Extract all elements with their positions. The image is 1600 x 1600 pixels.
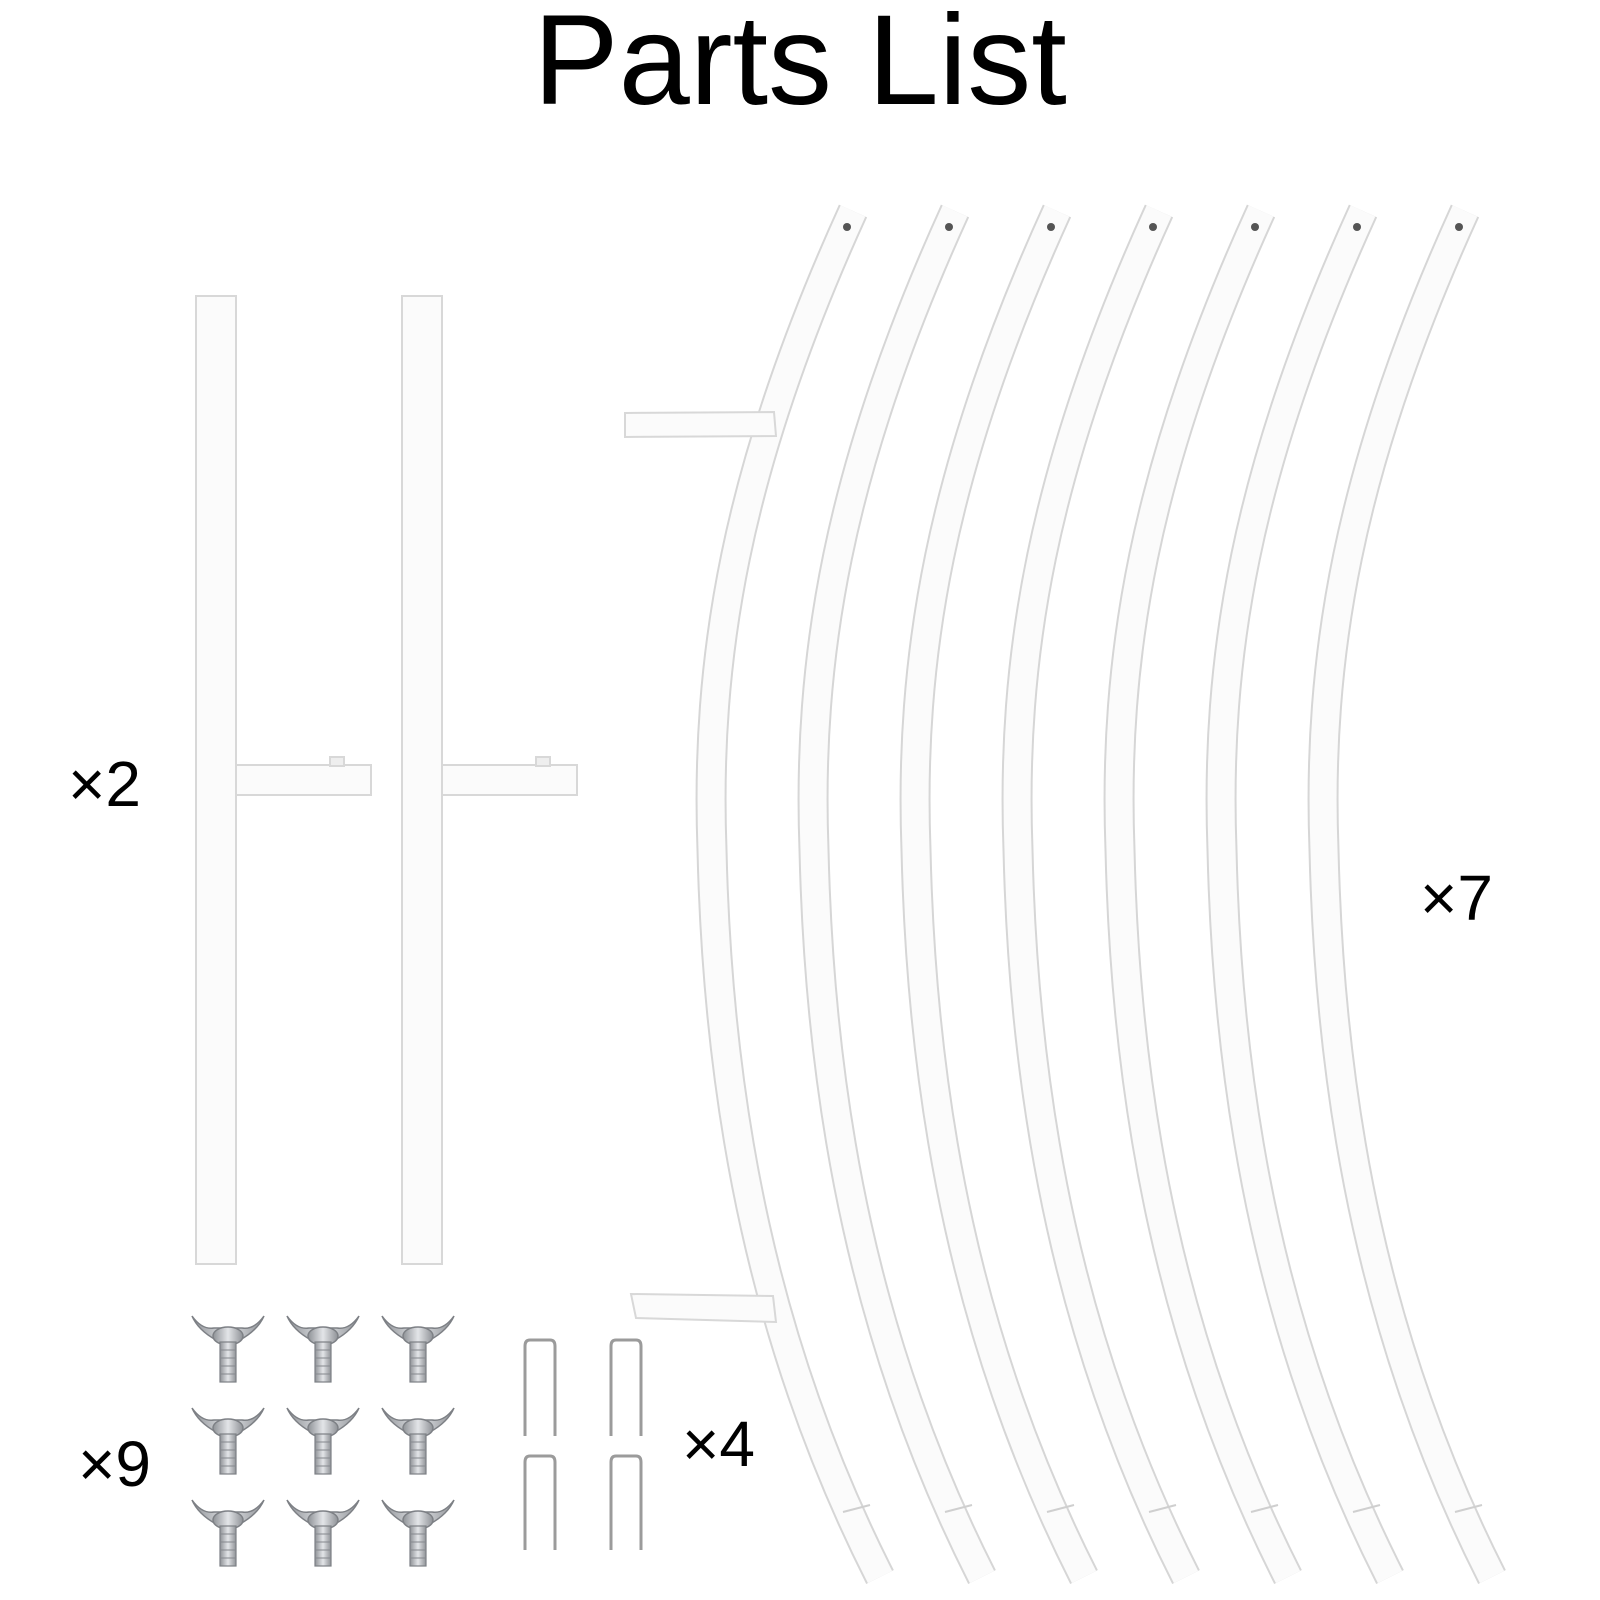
- page-title: Parts List: [533, 0, 1067, 132]
- tube-joint-seam: [1250, 1504, 1279, 1513]
- tube-bolt-hole: [1455, 223, 1463, 231]
- arch-tube: [797, 204, 996, 1585]
- u-stake: [523, 1454, 557, 1550]
- tube-bolt-hole: [1149, 223, 1157, 231]
- wing-bolts-group: [191, 1315, 455, 1567]
- post-shaft: [401, 295, 443, 1265]
- tube-joint-seam: [1352, 1504, 1381, 1513]
- tube-joint-seam: [842, 1504, 871, 1513]
- tube-bolt-hole: [945, 223, 953, 231]
- tube-joint-seam: [944, 1504, 973, 1513]
- arch-tube: [1103, 204, 1302, 1585]
- upright-post: [195, 295, 372, 1265]
- tube-body: [1309, 205, 1505, 1584]
- upright-posts-quantity: ×2: [68, 748, 141, 820]
- tube-body: [1105, 205, 1301, 1584]
- wing-bolt-icon: [381, 1315, 455, 1383]
- tube-bolt-hole: [1251, 223, 1259, 231]
- u-stake: [609, 1338, 643, 1436]
- arch-tubes-quantity: ×7: [1420, 862, 1493, 934]
- post-arm: [441, 764, 578, 796]
- arch-tube: [1001, 204, 1200, 1585]
- post-arm: [235, 764, 372, 796]
- u-stakes-group: [523, 1338, 643, 1550]
- wing-bolt-icon: [191, 1315, 265, 1383]
- u-stake: [523, 1338, 557, 1436]
- tube-bolt-hole: [1353, 223, 1361, 231]
- wing-bolt-icon: [381, 1407, 455, 1475]
- tube-joint-seam: [1046, 1504, 1075, 1513]
- wing-bolt-icon: [381, 1499, 455, 1567]
- tube-body: [1003, 205, 1199, 1584]
- wing-bolt-icon: [191, 1499, 265, 1567]
- lower-bracket: [629, 1292, 778, 1324]
- tube-bolt-hole: [1047, 223, 1055, 231]
- wing-bolt-icon: [191, 1407, 265, 1475]
- wing-bolt-icon: [286, 1407, 360, 1475]
- tube-brackets: [624, 410, 778, 1324]
- tube-body: [1207, 205, 1403, 1584]
- arch-tubes-group: [695, 204, 1506, 1585]
- tube-joint-seam: [1454, 1504, 1483, 1513]
- arch-tube: [695, 204, 894, 1585]
- upright-post: [401, 295, 578, 1265]
- wing-bolt-icon: [286, 1499, 360, 1567]
- ground-stakes-quantity: ×4: [682, 1408, 755, 1480]
- tube-body: [697, 205, 893, 1584]
- tube-joint-seam: [1148, 1504, 1177, 1513]
- upper-bracket: [624, 410, 778, 439]
- tube-bolt-hole: [843, 223, 851, 231]
- tube-body: [799, 205, 995, 1584]
- wing-bolt-icon: [286, 1315, 360, 1383]
- arch-tube: [1205, 204, 1404, 1585]
- u-stake: [609, 1454, 643, 1550]
- wing-bolts-quantity: ×9: [78, 1428, 151, 1500]
- arch-tube: [1307, 204, 1506, 1585]
- post-bolt-nub: [535, 756, 551, 767]
- post-shaft: [195, 295, 237, 1265]
- post-bolt-nub: [329, 756, 345, 767]
- tube-body: [901, 205, 1097, 1584]
- arch-tube: [899, 204, 1098, 1585]
